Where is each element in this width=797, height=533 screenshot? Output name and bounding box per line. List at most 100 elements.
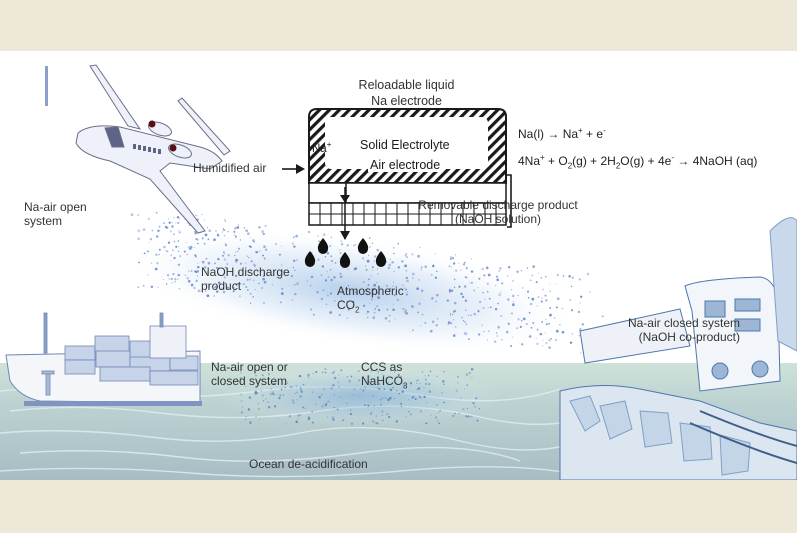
co2-particle — [142, 228, 146, 231]
co2-particle — [460, 269, 462, 271]
co2-particle — [517, 294, 519, 297]
co2-particle — [478, 333, 481, 336]
co2-particle — [198, 289, 201, 293]
train-label: Na-air closed system (NaOH co-product) — [600, 316, 740, 344]
co2-particle — [318, 240, 320, 243]
naoh-discharge-line1: NaOH discharge — [201, 265, 290, 279]
ocean-particle — [373, 379, 375, 381]
droplet-icon — [357, 238, 369, 254]
co2-particle — [214, 285, 217, 289]
co2-particle — [253, 263, 255, 266]
co2-particle — [589, 291, 591, 293]
ocean-particle — [392, 387, 394, 389]
co2-particle — [166, 250, 169, 253]
co2-particle — [377, 285, 380, 288]
co2-particle — [521, 343, 524, 346]
co2-particle — [150, 262, 153, 264]
co2-particle — [195, 256, 197, 258]
co2-particle — [430, 297, 434, 300]
co2-particle — [553, 317, 556, 319]
anode-rhs-ion: Na — [562, 127, 579, 141]
ship-detail — [43, 312, 199, 386]
co2-particle — [294, 269, 296, 272]
ocean-particle — [338, 386, 340, 388]
co2-particle — [545, 342, 548, 345]
co2-particle — [263, 257, 266, 260]
co2-particle — [237, 226, 240, 229]
ccs-label: CCS as NaHCO3 — [361, 360, 407, 393]
ocean-particle — [240, 400, 243, 402]
co2-particle — [520, 270, 522, 272]
co2-particle — [296, 258, 298, 261]
ocean-particle — [457, 375, 459, 378]
co2-particle — [366, 310, 370, 313]
co2-particle — [545, 318, 547, 320]
co2-particle — [405, 312, 408, 315]
ocean-particle — [282, 394, 285, 396]
co2-particle — [405, 269, 408, 272]
co2-particle — [498, 270, 501, 272]
co2-particle — [322, 233, 326, 237]
co2-particle — [294, 292, 297, 296]
co2-particle — [368, 237, 371, 239]
co2-particle — [195, 214, 197, 216]
ocean-particle — [297, 418, 299, 420]
co2-particle — [416, 287, 419, 291]
co2-particle — [527, 297, 530, 299]
ocean-particle — [280, 388, 283, 391]
co2-particle — [434, 276, 438, 279]
co2-particle — [464, 309, 467, 311]
co2-particle — [196, 275, 199, 277]
co2-particle — [384, 316, 388, 320]
co2-particle — [463, 331, 467, 335]
co2-particle — [449, 314, 451, 316]
co2-particle — [236, 250, 239, 253]
co2-particle — [196, 242, 199, 245]
co2-particle — [436, 293, 439, 297]
ocean-particle — [428, 390, 432, 393]
ocean-particle — [441, 392, 443, 394]
co2-particle — [507, 299, 510, 301]
co2-particle — [406, 256, 408, 258]
ocean-particle — [424, 378, 427, 381]
co2-particle — [420, 289, 424, 293]
naoh-discharge-label: NaOH discharge product — [201, 265, 290, 293]
co2-particle — [501, 282, 504, 285]
co2-particle — [569, 341, 573, 344]
ocean-particle — [375, 415, 378, 417]
co2-particle — [309, 308, 313, 311]
cathode-part-1-charge: + — [540, 153, 545, 162]
atmospheric-co2-line1: Atmospheric — [337, 284, 404, 298]
co2-particle — [364, 265, 367, 267]
ocean-particle — [260, 390, 263, 392]
co2-particle — [365, 313, 368, 315]
co2-particle — [194, 247, 196, 249]
co2-particle — [188, 270, 190, 272]
co2-particle — [376, 268, 378, 270]
ocean-particle — [353, 388, 356, 390]
ocean-particle — [259, 368, 262, 371]
co2-particle — [216, 290, 219, 292]
co2-particle — [497, 302, 500, 305]
ocean-particle — [426, 402, 428, 404]
anode-rhs-electron-charge: - — [603, 126, 606, 135]
co2-particle — [195, 271, 198, 274]
ocean-particle — [399, 402, 403, 405]
ocean-particle — [286, 382, 289, 385]
co2-particle — [544, 332, 546, 334]
co2-particle — [177, 240, 180, 242]
co2-particle — [479, 277, 481, 279]
ocean-particle — [257, 408, 260, 410]
ocean-particle — [302, 406, 305, 409]
co2-particle — [137, 286, 140, 289]
co2-particle — [222, 228, 224, 230]
co2-particle — [461, 295, 465, 299]
co2-particle — [156, 262, 159, 265]
co2-particle — [431, 321, 434, 324]
co2-particle — [203, 219, 205, 221]
plane-label-line2: system — [24, 214, 63, 228]
ocean-particle — [257, 403, 259, 405]
co2-particle — [339, 275, 343, 279]
ocean-particle — [466, 407, 469, 410]
co2-particle — [296, 282, 299, 285]
